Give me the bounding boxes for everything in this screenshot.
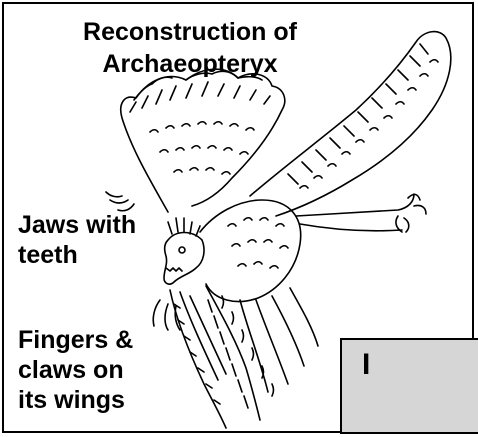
left-wing	[121, 69, 285, 212]
body	[200, 200, 301, 302]
label-jaws-with-teeth: Jaws with teeth	[18, 210, 188, 270]
wing-claw-upper	[106, 192, 134, 211]
label-fingers-and-claws: Fingers & claws on its wings	[18, 325, 188, 415]
foot-claws	[396, 194, 426, 232]
cut-off-label-box: I	[340, 338, 478, 434]
cut-off-box-text: I	[362, 348, 370, 382]
leg	[296, 194, 414, 216]
figure-title: Reconstruction of Archaeopteryx	[60, 16, 320, 80]
